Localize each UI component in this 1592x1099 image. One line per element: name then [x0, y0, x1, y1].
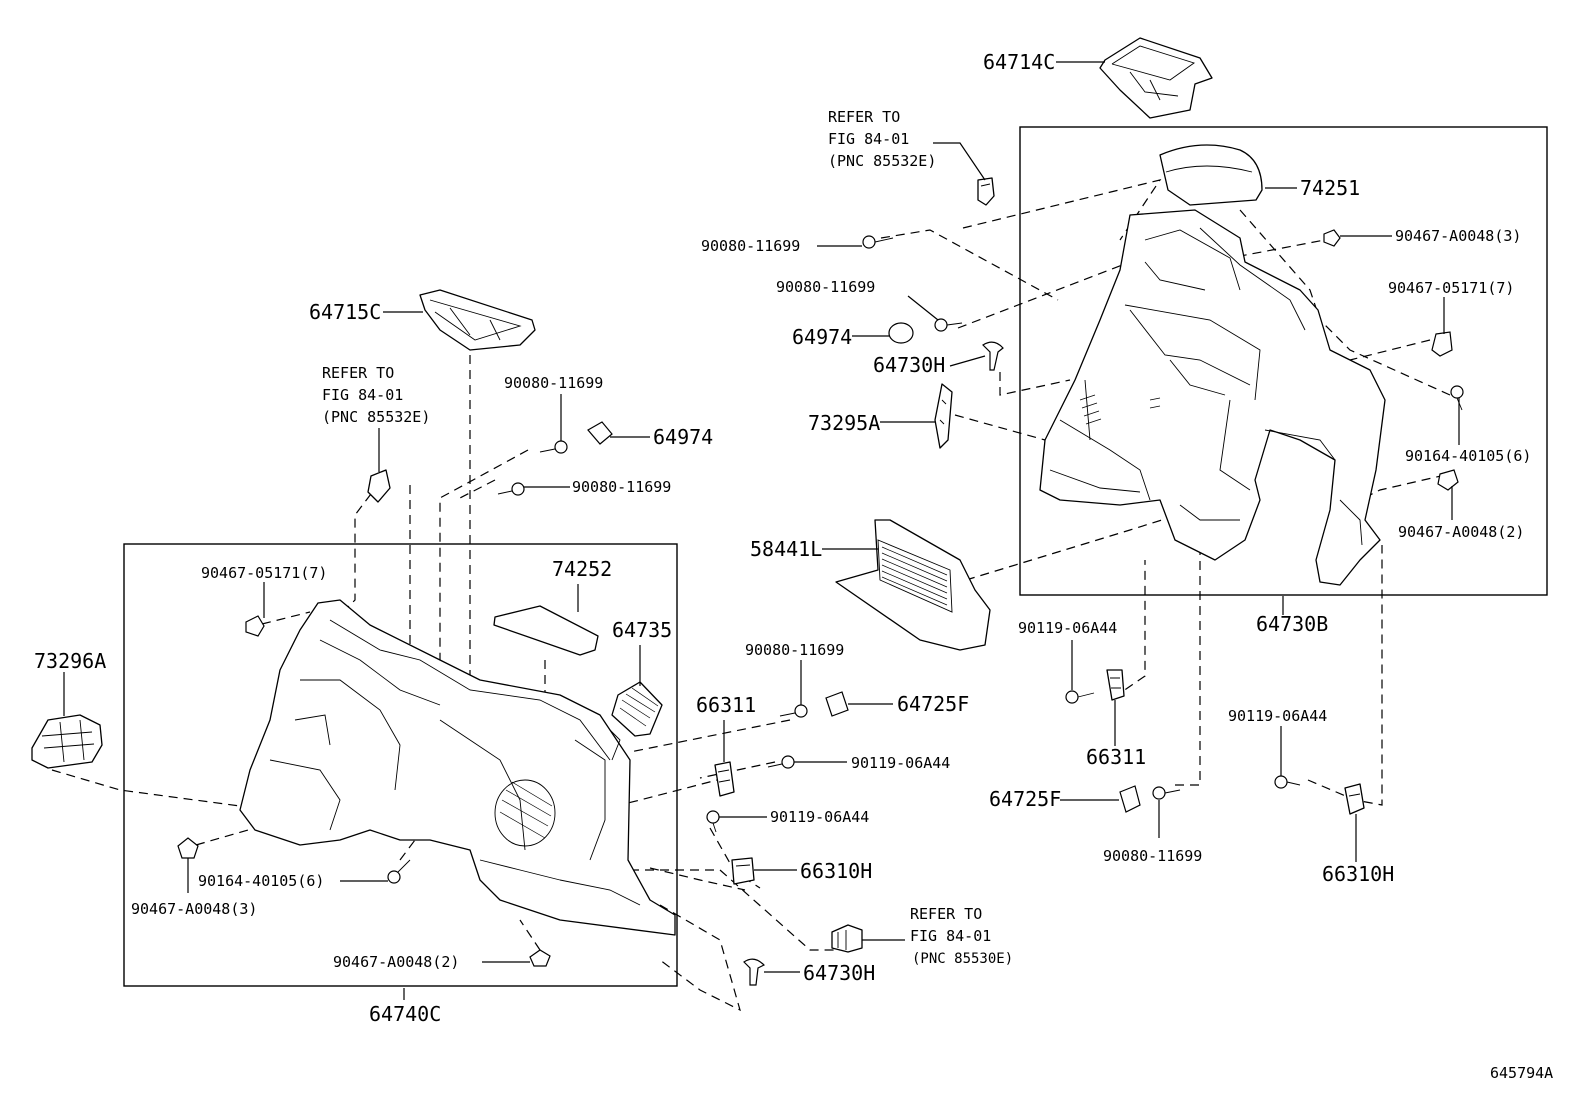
screw-90119-right-a-part — [1065, 690, 1095, 704]
label-90164-right: 90164-40105(6) — [1405, 447, 1531, 465]
label-90164-left: 90164-40105(6) — [198, 872, 324, 890]
pin-64730H-center-part — [743, 958, 766, 986]
label-90467-A0048-2-left: 90467-A0048(2) — [333, 953, 459, 971]
clip-66311-right-part — [1106, 669, 1125, 701]
refer-bottom-line1: REFER TO — [910, 905, 982, 923]
label-90080-center: 90080-11699 — [745, 641, 844, 659]
label-66311-center: 66311 — [696, 693, 756, 717]
label-66310H-center: 66310H — [800, 859, 872, 883]
refer-left-line2: FIG 84-01 — [322, 386, 403, 404]
lid-74252-part — [493, 605, 599, 656]
grommet-64725F-center-part — [825, 691, 849, 717]
screw-90080-right-c-part — [1152, 786, 1181, 800]
label-73296A: 73296A — [34, 649, 106, 673]
trim-panel-64740C-part — [239, 599, 676, 936]
label-90467-05171-right: 90467-05171(7) — [1388, 279, 1514, 297]
screw-90119-center-a-part — [767, 755, 795, 769]
label-90080-right-b: 90080-11699 — [776, 278, 875, 296]
refer-bottom-line3: (PNC 85530E) — [912, 951, 1013, 967]
lid-74251-part — [1159, 144, 1263, 206]
group-box-64740C — [123, 543, 678, 987]
label-64974-left: 64974 — [653, 425, 713, 449]
label-64725F-right: 64725F — [989, 787, 1061, 811]
label-64735: 64735 — [612, 618, 672, 642]
tray-64715C-part — [419, 289, 536, 351]
screw-90080-right-b-part — [934, 318, 963, 332]
label-58441L: 58441L — [750, 537, 822, 561]
cap-64974-right-part — [888, 322, 914, 344]
label-66310H-right: 66310H — [1322, 862, 1394, 886]
label-64740C: 64740C — [369, 1002, 441, 1026]
refer-left-line1: REFER TO — [322, 364, 394, 382]
illustration-id: 645794A — [1490, 1064, 1553, 1082]
clip-90467-05171-left-part — [245, 615, 265, 637]
label-64730H-center: 64730H — [803, 961, 875, 985]
label-90080-left-a: 90080-11699 — [504, 374, 603, 392]
connector-refer-bottom-part — [831, 924, 863, 953]
screw-90080-left-b-part — [497, 482, 525, 496]
clip-90467-A0048-2-left-part — [529, 949, 551, 967]
group-box-64730B — [1019, 126, 1548, 596]
refer-top-line3: (PNC 85532E) — [828, 152, 936, 170]
refer-left-line3: (PNC 85532E) — [322, 408, 430, 426]
clip-refer-left-part — [367, 469, 391, 503]
label-64714C: 64714C — [983, 50, 1055, 74]
box-73296A-part — [31, 714, 103, 769]
clip-90467-A0048-2-right-part — [1437, 469, 1459, 491]
label-90467-A0048-3-left: 90467-A0048(3) — [131, 900, 257, 918]
refer-top-line1: REFER TO — [828, 108, 900, 126]
label-90119-center-b: 90119-06A44 — [770, 808, 869, 826]
grille-58441L-part — [835, 519, 991, 651]
screw-90119-right-b-part — [1274, 775, 1301, 789]
label-90080-left-b: 90080-11699 — [572, 478, 671, 496]
clip-66311-center-part — [714, 761, 735, 797]
pin-64730H-right-part — [982, 341, 1004, 371]
screw-90119-center-b-part — [706, 810, 720, 833]
clip-90467-A0048-3-left-part — [177, 837, 199, 859]
clip-90467-A0048-3-right-part — [1323, 229, 1341, 247]
bracket-73295A-part — [934, 383, 953, 449]
grille-64735-part — [611, 681, 663, 737]
grommet-64725F-right-part — [1119, 785, 1141, 813]
trim-panel-64730B-part — [1039, 209, 1386, 586]
label-64974-right: 64974 — [792, 325, 852, 349]
refer-bottom-line2: FIG 84-01 — [910, 927, 991, 945]
label-90080-right-c: 90080-11699 — [1103, 847, 1202, 865]
label-64730B: 64730B — [1256, 612, 1328, 636]
label-90467-05171-left: 90467-05171(7) — [201, 564, 327, 582]
label-90119-right-a: 90119-06A44 — [1018, 619, 1117, 637]
leader-lines — [63, 61, 1460, 1000]
screw-90080-right-a-part — [862, 235, 894, 249]
screw-90164-left-part — [387, 859, 411, 884]
tray-64714C-part — [1099, 37, 1213, 119]
label-64730H-right: 64730H — [873, 353, 945, 377]
label-66311-right: 66311 — [1086, 745, 1146, 769]
screw-90080-left-a-part — [539, 440, 568, 454]
cap-64974-left-part — [587, 421, 613, 445]
clip-90467-05171-right-part — [1431, 331, 1453, 357]
clip-refer-top-part — [977, 177, 995, 206]
label-74251: 74251 — [1300, 176, 1360, 200]
label-90119-right-b: 90119-06A44 — [1228, 707, 1327, 725]
label-90080-right-a: 90080-11699 — [701, 237, 800, 255]
screw-90080-center-part — [779, 704, 808, 718]
clip-66310H-center-part — [731, 857, 755, 885]
clip-66310H-right-part — [1344, 783, 1365, 815]
label-90467-A0048-3-right: 90467-A0048(3) — [1395, 227, 1521, 245]
label-74252: 74252 — [552, 557, 612, 581]
label-90119-center-a: 90119-06A44 — [851, 754, 950, 772]
refer-top-line2: FIG 84-01 — [828, 130, 909, 148]
label-90467-A0048-2-right: 90467-A0048(2) — [1398, 523, 1524, 541]
screw-90164-right-part — [1450, 385, 1464, 411]
label-64725F-center: 64725F — [897, 692, 969, 716]
label-73295A: 73295A — [808, 411, 880, 435]
label-64715C: 64715C — [309, 300, 381, 324]
